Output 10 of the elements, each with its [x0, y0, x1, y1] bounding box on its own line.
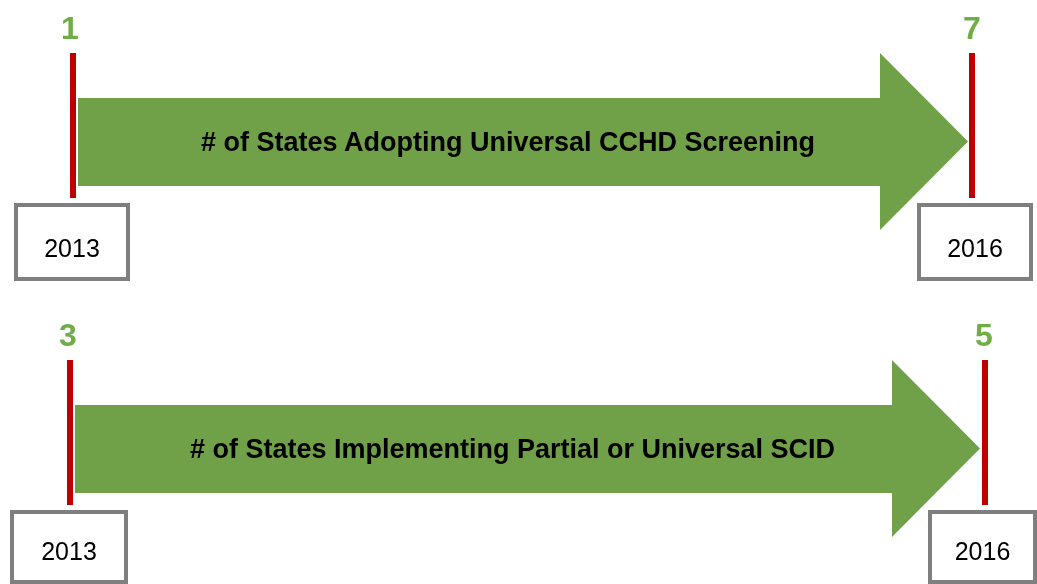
count-number: 1 [61, 12, 79, 44]
year-box: 2016 [917, 203, 1033, 281]
count-number: 7 [963, 12, 981, 44]
banner-text: # of States Implementing Partial or Universal SCID [188, 432, 837, 466]
count-number: 3 [59, 319, 77, 351]
year-box: 2016 [928, 510, 1037, 584]
year-box: 2013 [10, 510, 128, 584]
banner-text: # of States Adopting Universal CCHD Screening [199, 125, 817, 159]
year-box: 2013 [14, 203, 130, 281]
count-number: 5 [975, 319, 993, 351]
